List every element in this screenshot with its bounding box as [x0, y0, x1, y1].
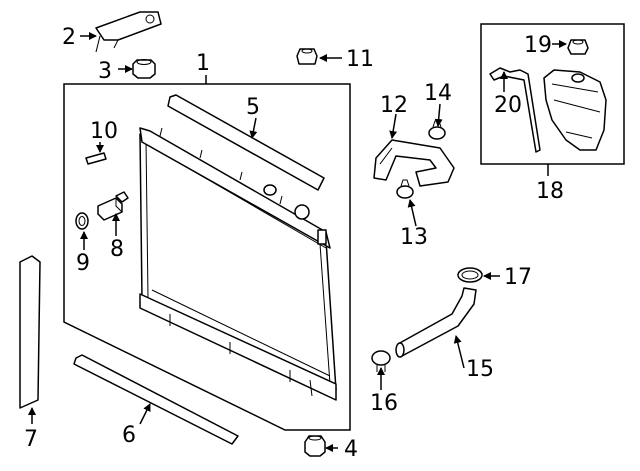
coolant-reservoir-part[interactable] — [543, 69, 607, 151]
leader-lines — [28, 32, 567, 452]
upper-hose-part[interactable] — [373, 139, 455, 187]
callout-3: 3 — [98, 59, 112, 84]
o-ring-part[interactable] — [75, 212, 89, 230]
drain-plug-part[interactable] — [97, 191, 129, 221]
callout-4: 4 — [344, 437, 358, 462]
grommet-upper-part[interactable] — [132, 59, 156, 79]
callout-20: 20 — [494, 93, 522, 118]
callout-12: 12 — [380, 93, 408, 118]
radiator-part[interactable] — [139, 127, 337, 401]
callout-6: 6 — [122, 423, 136, 448]
callout-19: 19 — [524, 33, 552, 58]
callout-8: 8 — [110, 237, 124, 262]
callout-7: 7 — [24, 427, 38, 452]
grommet-lower-part[interactable] — [304, 435, 326, 457]
hose-clamp-lower-left-part[interactable] — [371, 350, 391, 372]
callout-10: 10 — [90, 119, 118, 144]
hose-clamp-mid-part[interactable] — [396, 179, 414, 199]
callout-17: 17 — [504, 265, 532, 290]
callout-16: 16 — [370, 391, 398, 416]
lower-hose-part[interactable] — [395, 287, 477, 358]
lower-seal-part[interactable] — [73, 354, 239, 445]
upper-seal-strip-part[interactable] — [167, 94, 325, 191]
callout-2: 2 — [62, 25, 76, 50]
callout-5: 5 — [246, 95, 260, 120]
callout-9: 9 — [76, 251, 90, 276]
callout-14: 14 — [424, 81, 452, 106]
radiator-cap-part[interactable] — [296, 48, 318, 65]
reservoir-cap-part[interactable] — [567, 39, 589, 55]
hose-clamp-upper-part[interactable] — [428, 120, 446, 140]
callout-11: 11 — [346, 47, 374, 72]
radiator-assembly-outline — [63, 83, 351, 431]
reservoir-assembly-box — [480, 23, 625, 165]
callout-1: 1 — [196, 51, 210, 76]
label-part[interactable] — [85, 152, 107, 165]
side-seal-part[interactable] — [19, 255, 41, 409]
hose-clamp-lower-right-part[interactable] — [457, 267, 483, 283]
callout-15: 15 — [466, 357, 494, 382]
callout-13: 13 — [400, 225, 428, 250]
callout-18: 18 — [536, 179, 564, 204]
bracket-part[interactable] — [95, 11, 162, 53]
